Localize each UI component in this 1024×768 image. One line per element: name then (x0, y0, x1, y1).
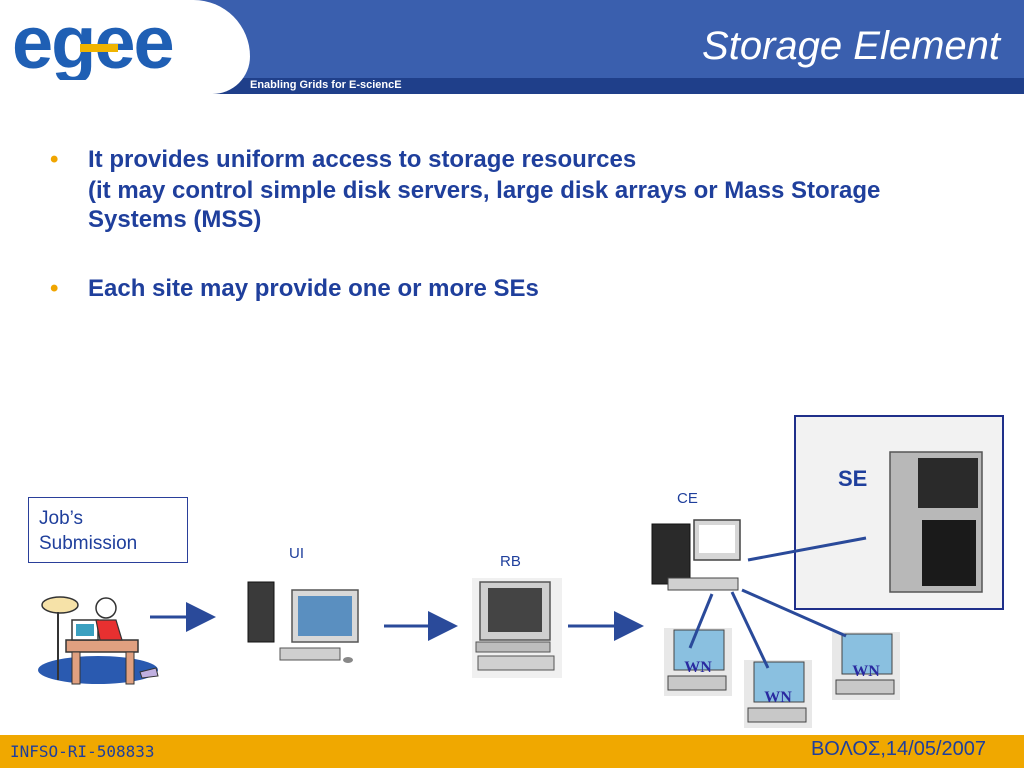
egee-logo: egee (12, 10, 175, 80)
jobs-submission-box: Job’s Submission (28, 497, 188, 563)
footer-project-id: INFSO-RI-508833 (10, 742, 155, 761)
ui-computer-icon (247, 581, 359, 663)
bullet-text: It provides uniform access to storage re… (88, 146, 637, 173)
bullet-subtext: (it may control simple disk servers, lar… (88, 177, 881, 233)
ce-computer-icon (651, 519, 741, 591)
wn-label: WN (852, 663, 880, 680)
wn-node-icon (832, 632, 900, 700)
bullet-list: • It provides uniform access to storage … (50, 145, 950, 303)
ce-label: CE (677, 490, 698, 507)
bullet-dot-icon: • (50, 275, 59, 302)
wn-node-icon (744, 660, 812, 728)
rb-label: RB (500, 553, 521, 570)
line-ce-to-wn (730, 591, 770, 669)
se-server-icon (889, 451, 983, 593)
logo-panel: egee (0, 0, 250, 94)
rb-computer-icon (472, 578, 562, 678)
ui-label: UI (289, 545, 304, 562)
se-label: SE (838, 466, 868, 491)
line-ce-to-se (747, 536, 867, 562)
header-stripe (0, 78, 1024, 94)
bullet-item: • Each site may provide one or more SEs (50, 274, 950, 303)
footer-location-date: ΒΟΛΟΣ,14/05/2007 (810, 738, 986, 760)
wn-label: WN (764, 689, 792, 706)
line-ce-to-wn (688, 593, 714, 649)
page-title: Storage Element (702, 24, 1000, 68)
line-ce-to-wn (741, 588, 847, 638)
bullet-item: • It provides uniform access to storage … (50, 145, 950, 234)
wn-label: WN (684, 659, 712, 676)
wn-node-icon (664, 628, 732, 696)
bullet-dot-icon: • (50, 146, 59, 173)
tagline: Enabling Grids for E-sciencE (250, 79, 402, 91)
user-at-desk-icon (38, 596, 159, 685)
footer-bar (0, 735, 1024, 768)
bullet-text: Each site may provide one or more SEs (88, 275, 539, 302)
